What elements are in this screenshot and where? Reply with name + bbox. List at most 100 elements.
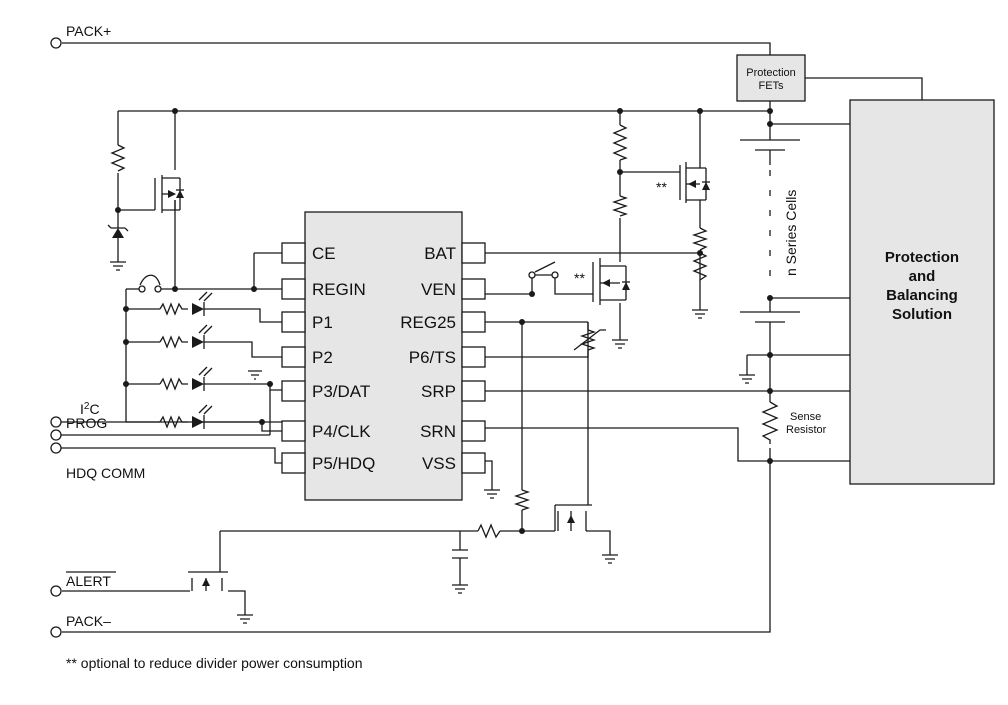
pin-box — [461, 452, 486, 474]
pin-box — [281, 420, 306, 442]
optional-marker-2: ** — [574, 270, 585, 286]
resistor-bottom-horizontal — [477, 523, 501, 539]
zener-diode-icon — [107, 224, 129, 238]
labels: PACK+ I2C PROG HDQ COMM ALERT PACK– ** *… — [66, 23, 827, 671]
battery-cells — [740, 139, 800, 323]
block-line4: Solution — [892, 306, 952, 323]
label-sense-1: Sense — [790, 411, 821, 423]
pin-label: CE — [312, 244, 336, 263]
ground-icon — [248, 370, 262, 380]
wiring — [56, 42, 923, 633]
switches — [138, 261, 559, 293]
mosfet-bottom-icon — [554, 504, 592, 532]
footnote: ** optional to reduce divider power cons… — [66, 655, 363, 671]
resistors — [110, 124, 779, 539]
i2c-suffix: C — [89, 401, 99, 417]
optional-marker-1: ** — [656, 179, 667, 195]
leds — [192, 291, 213, 429]
ground-icon — [484, 489, 500, 499]
pin-box — [281, 452, 306, 474]
pin-label: VEN — [421, 280, 456, 299]
resistor-divider-bottom — [692, 252, 708, 281]
ground-icon — [739, 374, 755, 384]
pin-box — [461, 380, 486, 402]
switch-regin-icon — [138, 274, 162, 293]
pin-label: SRN — [420, 422, 456, 441]
label-sense-2: Resistor — [786, 424, 827, 436]
block-line1: Protection — [885, 249, 959, 266]
pin-box — [461, 346, 486, 368]
pin-box — [281, 346, 306, 368]
pin-label: VSS — [422, 454, 456, 473]
protection-fets-line1: Protection — [746, 67, 796, 79]
terminal-i2c-1 — [50, 416, 62, 428]
led-3-icon — [192, 366, 213, 391]
pin-label: P6/TS — [409, 348, 456, 367]
pin-label: REGIN — [312, 280, 366, 299]
terminal-alert — [50, 585, 62, 597]
pin-label: P4/CLK — [312, 422, 371, 441]
switch-ven-icon — [528, 261, 559, 279]
i2c-prefix: I — [80, 401, 84, 417]
capacitor-icon — [452, 549, 468, 559]
resistor-led-4 — [159, 415, 188, 429]
protection-fets-line2: FETs — [758, 80, 784, 92]
label-i2c: I2C — [80, 401, 100, 417]
label-pack-minus: PACK– — [66, 613, 111, 629]
pin-box — [461, 311, 486, 333]
ground-icon — [612, 339, 628, 349]
resistor-led-1 — [159, 302, 188, 316]
protection-balancing-block: Protection and Balancing Solution — [849, 99, 995, 485]
thermistor — [573, 322, 606, 357]
block-line2: and — [909, 268, 936, 285]
terminal-pack-minus — [50, 626, 62, 638]
pin-box — [461, 420, 486, 442]
terminals — [50, 37, 62, 638]
resistor-led-2 — [159, 335, 188, 349]
pin-box — [281, 380, 306, 402]
label-series-cells: n Series Cells — [783, 190, 799, 276]
pin-label: P2 — [312, 348, 333, 367]
protection-fets-block: Protection FETs — [736, 54, 806, 102]
resistor-ven-pullup — [612, 124, 628, 161]
ground-icon — [110, 261, 126, 271]
block-line3: Balancing — [886, 287, 958, 304]
label-pack-plus: PACK+ — [66, 23, 111, 39]
ground-icon — [602, 554, 618, 564]
label-prog: PROG — [66, 415, 107, 431]
sense-resistor — [761, 401, 779, 444]
pin-box — [281, 278, 306, 300]
junction-dots — [115, 108, 773, 534]
label-hdq-comm: HDQ COMM — [66, 465, 145, 481]
led-2-icon — [192, 324, 213, 349]
pin-label: SRP — [421, 382, 456, 401]
mosfet-alert-icon — [188, 571, 228, 591]
ground-symbols — [110, 261, 755, 624]
terminal-pack-plus — [50, 37, 62, 49]
mosfets — [154, 160, 710, 591]
resistor-led-3 — [159, 377, 188, 391]
pin-label: REG25 — [400, 313, 456, 332]
resistor-top-left — [110, 144, 126, 172]
pin-label: BAT — [424, 244, 456, 263]
terminal-i2c-2 — [50, 429, 62, 441]
resistor-divider-top — [691, 227, 709, 251]
pin-label: P3/DAT — [312, 382, 370, 401]
led-1-icon — [192, 291, 213, 316]
resistor-ven-lower — [611, 195, 629, 217]
mosfet-ven-icon — [679, 160, 710, 208]
resistor-bottom-vertical — [513, 489, 531, 511]
terminal-hdq — [50, 442, 62, 454]
pin-box — [461, 278, 486, 300]
pin-box — [461, 242, 486, 264]
mosfet-divider-icon — [592, 258, 630, 305]
label-alert: ALERT — [66, 573, 111, 589]
led-4-icon — [192, 404, 213, 429]
pin-label: P1 — [312, 313, 333, 332]
i2c-sup: 2 — [84, 401, 90, 412]
ground-icon — [692, 309, 708, 319]
ground-icon — [452, 584, 468, 594]
